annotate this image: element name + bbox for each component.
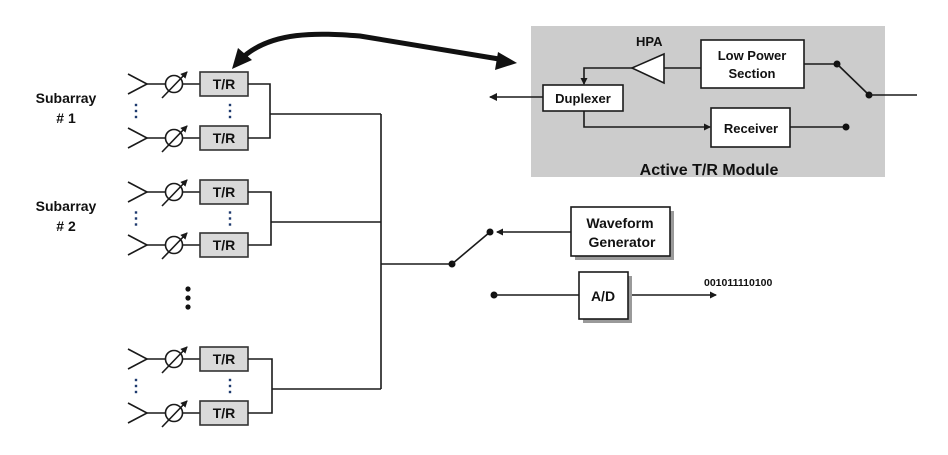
- tr-label: T/R: [213, 405, 236, 421]
- vertical-ellipsis-icon: [134, 103, 138, 119]
- tr-label: T/R: [213, 237, 236, 253]
- antenna-icon: [127, 234, 149, 256]
- digital-bitstream: 001011110100: [704, 277, 772, 289]
- phase-shifter-icon: [161, 179, 188, 207]
- duplexer-label: Duplexer: [555, 91, 611, 106]
- adc-label: A/D: [591, 288, 615, 304]
- combiner-bus: [270, 113, 451, 390]
- receiver-terminal: [842, 123, 850, 131]
- subarray-2-label-line1: Subarray: [36, 198, 97, 214]
- module-title: Active T/R Module: [640, 162, 779, 179]
- antenna-icon: [127, 348, 149, 370]
- vertical-ellipsis-icon: [228, 211, 232, 226]
- phase-shifter-icon: [161, 125, 188, 153]
- tr-label: T/R: [213, 184, 236, 200]
- antenna-icon: [127, 73, 149, 95]
- vertical-ellipsis-icon: [228, 103, 232, 119]
- antenna-element-row: T/R: [127, 346, 249, 374]
- waveform-generator-box: [570, 206, 671, 257]
- vertical-ellipsis-icon: [134, 211, 138, 226]
- subarray-combiner: [248, 358, 273, 414]
- antenna-icon: [127, 127, 149, 149]
- zoom-double-arrow: [232, 31, 517, 70]
- adc-box: [578, 271, 629, 320]
- low-power-label-line2: Section: [729, 66, 776, 81]
- tr-box: [199, 400, 249, 426]
- subarray-1-label-line1: Subarray: [36, 90, 97, 106]
- hpa-label: HPA: [636, 34, 663, 49]
- phase-shifter-icon: [161, 71, 188, 99]
- receiver-box: [710, 107, 791, 148]
- antenna-icon: [127, 181, 149, 203]
- antenna-element-row: T/R: [127, 400, 249, 428]
- switch-icon: [448, 228, 494, 268]
- antenna-element-row: T/R: [127, 71, 249, 99]
- subarray-group: T/R T/R T/R T/R T/R T/R: [127, 71, 273, 428]
- antenna-element-row: T/R: [127, 125, 249, 153]
- subarray-combiner: [248, 191, 272, 246]
- vertical-ellipsis-icon: [228, 378, 232, 394]
- subarray-1-label-line2: # 1: [56, 110, 76, 126]
- phase-shifter-icon: [161, 346, 188, 374]
- antenna-element-row: T/R: [127, 179, 249, 207]
- tr-label: T/R: [213, 130, 236, 146]
- duplexer-box: [542, 84, 624, 112]
- phase-shifter-icon: [161, 232, 188, 260]
- antenna-element-row: T/R: [127, 232, 249, 260]
- vertical-ellipsis-icon: [185, 286, 191, 310]
- tr-box: [199, 232, 249, 258]
- vertical-ellipsis-icon: [134, 378, 138, 394]
- low-power-label-line1: Low Power: [718, 48, 787, 63]
- waveform-generator-line1: Waveform: [586, 215, 653, 231]
- active-tr-module: HPA Low Power Section Duplexer Receiver …: [489, 26, 917, 179]
- low-power-section-box: [700, 39, 805, 89]
- phase-shifter-icon: [161, 400, 188, 428]
- subarray-2-label-line2: # 2: [56, 218, 76, 234]
- waveform-generator-line2: Generator: [589, 234, 656, 250]
- tr-label: T/R: [213, 351, 236, 367]
- subarray-combiner: [248, 83, 271, 139]
- tr-label: T/R: [213, 76, 236, 92]
- antenna-icon: [127, 402, 149, 424]
- receiver-label: Receiver: [724, 121, 778, 136]
